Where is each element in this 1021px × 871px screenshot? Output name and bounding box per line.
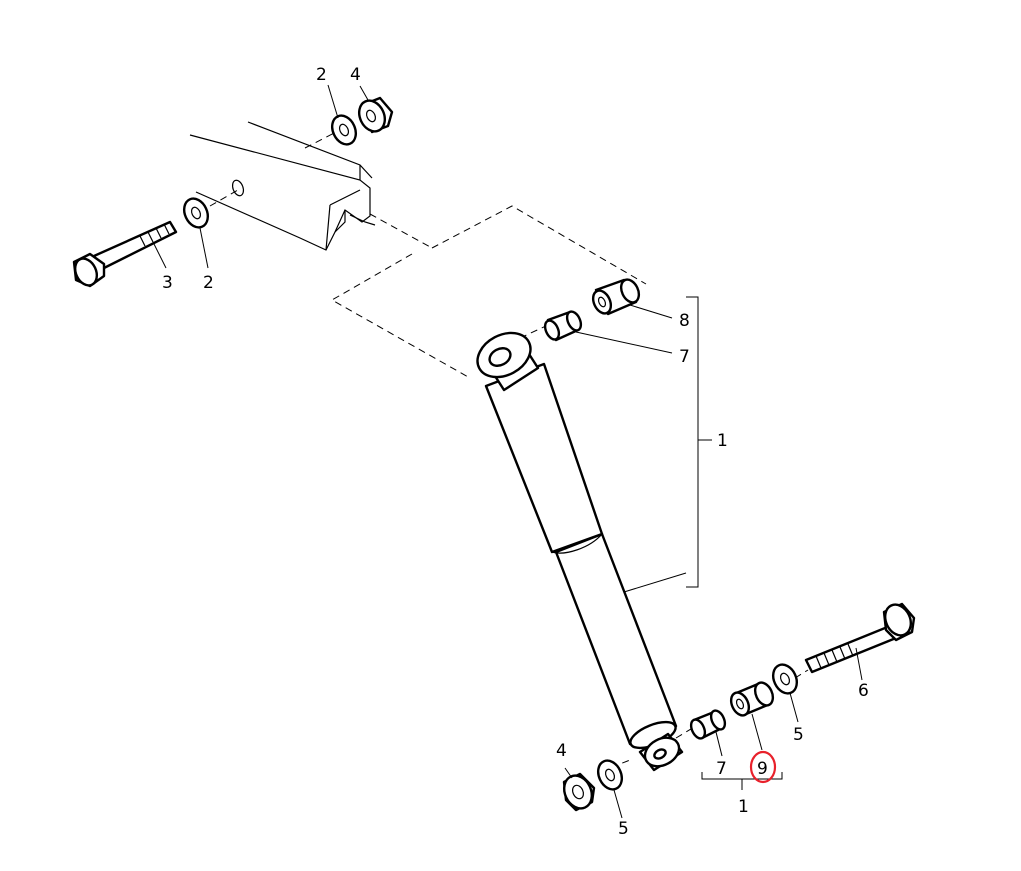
bottom-washer xyxy=(596,759,624,791)
callout-top-nut: 4 xyxy=(350,65,361,85)
assembly-phantom-lines xyxy=(209,129,809,773)
top-sleeve xyxy=(591,278,641,316)
bottom-nut xyxy=(562,772,596,812)
callout-labels: 2 4 3 2 8 7 1 6 5 7 9 1 4 5 xyxy=(162,65,869,839)
callout-top-washer: 2 xyxy=(316,65,327,85)
top-washer xyxy=(330,114,358,146)
chassis-bracket xyxy=(189,121,376,251)
callout-bottom-nut: 4 xyxy=(556,741,567,761)
callout-bottom-bushing: 7 xyxy=(716,759,727,779)
bottom-sleeve xyxy=(729,681,775,717)
left-bolt xyxy=(72,220,178,288)
right-washer xyxy=(771,663,799,695)
callout-bottom-washer: 5 xyxy=(618,819,629,839)
callout-left-bolt: 3 xyxy=(162,273,173,293)
left-washer xyxy=(182,197,210,229)
right-bolt xyxy=(804,602,916,674)
callout-right-bolt: 6 xyxy=(858,681,869,701)
callout-highlight-ring xyxy=(749,750,777,784)
top-nut xyxy=(357,96,394,134)
callout-top-bushing: 7 xyxy=(679,347,690,367)
bottom-bushing xyxy=(689,709,727,740)
callout-right-washer: 5 xyxy=(793,725,804,745)
callout-bottom-sleeve: 9 xyxy=(757,759,768,779)
callout-top-sleeve: 8 xyxy=(679,311,690,331)
callout-bottom-kit-group: 1 xyxy=(738,797,749,817)
callout-left-washer: 2 xyxy=(203,273,214,293)
leader-lines xyxy=(152,84,863,819)
callout-shock-assembly: 1 xyxy=(717,431,728,451)
shock-absorber xyxy=(476,331,684,772)
top-bushing xyxy=(543,310,583,342)
